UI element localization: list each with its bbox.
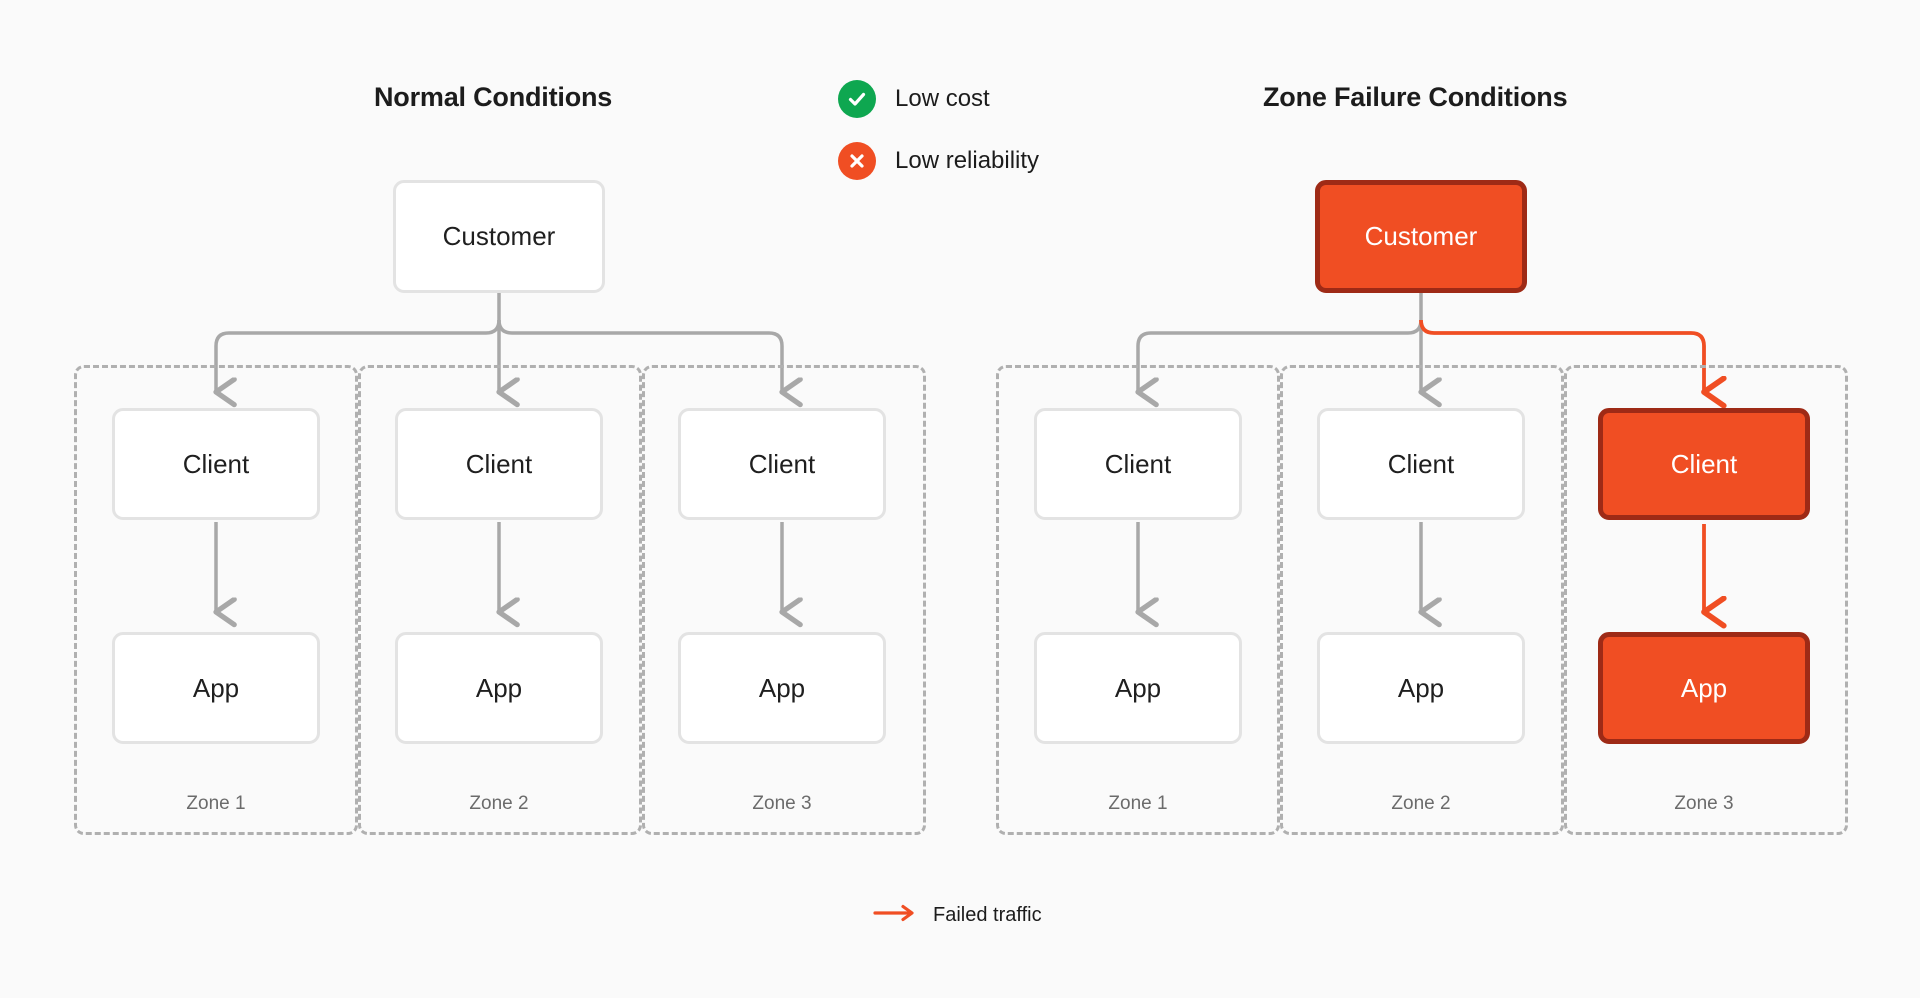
legend-item-low-cost: Low cost (838, 80, 1039, 118)
node-client-zone-3-label: Client (748, 448, 816, 479)
zone-container-1 (74, 365, 358, 835)
check-circle-icon (838, 80, 876, 118)
zone-label-1: Zone 1 (186, 793, 246, 814)
zone-container-2 (1280, 365, 1564, 835)
legend-item-low-reliability: Low reliability (838, 142, 1039, 180)
node-app-zone-2-label: App (1397, 672, 1445, 703)
node-customer-label: Customer (442, 221, 556, 251)
node-client-zone-1[interactable]: Client (112, 408, 320, 520)
zone-label-3: Zone 3 (752, 793, 812, 814)
node-app-zone-2[interactable]: App (1317, 632, 1525, 744)
legend-label-low-reliability: Low reliability (895, 147, 1040, 174)
node-client-zone-3[interactable]: Client (678, 408, 886, 520)
legend-bottom: Failed traffic (873, 903, 1042, 928)
node-customer-label: Customer (1364, 221, 1478, 251)
node-client-zone-1-label: Client (1104, 448, 1172, 479)
zone-label-3: Zone 3 (1674, 793, 1734, 814)
node-app-zone-1[interactable]: App (112, 632, 320, 744)
node-client-zone-2-label: Client (1387, 448, 1455, 479)
arrow-right-icon (873, 903, 917, 928)
panel-title-zone-failure-conditions: Zone Failure Conditions (1263, 82, 1568, 112)
legend-label-failed-traffic: Failed traffic (933, 904, 1042, 926)
zone-container-3 (1564, 365, 1848, 835)
node-app-zone-1-label: App (192, 672, 240, 703)
node-app-zone-1[interactable]: App (1034, 632, 1242, 744)
zone-container-3 (642, 365, 926, 835)
zone-label-2: Zone 2 (469, 793, 529, 814)
zone-label-2: Zone 2 (1391, 793, 1451, 814)
x-circle-icon (838, 142, 876, 180)
node-app-zone-3[interactable]: App (678, 632, 886, 744)
node-customer[interactable]: Customer (1315, 180, 1527, 293)
node-client-zone-3-label: Client (1670, 448, 1738, 479)
node-client-zone-3[interactable]: Client (1598, 408, 1810, 520)
node-app-zone-3-label: App (758, 672, 806, 703)
node-client-zone-1[interactable]: Client (1034, 408, 1242, 520)
node-app-zone-3-label: App (1680, 672, 1728, 703)
diagram-zone-failure-conditions: Customer Client App Zone 1 Client App Zo… (918, 0, 1878, 998)
legend-top: Low cost Low reliability (838, 80, 1039, 180)
node-app-zone-2-label: App (475, 672, 523, 703)
panel-title-normal-conditions: Normal Conditions (374, 82, 613, 112)
zone-container-1 (996, 365, 1280, 835)
zone-container-2 (358, 365, 642, 835)
node-client-zone-2[interactable]: Client (1317, 408, 1525, 520)
node-client-zone-2-label: Client (465, 448, 533, 479)
legend-label-low-cost: Low cost (895, 85, 990, 112)
diagram-normal-conditions: Customer Client App Zone 1 Client App Zo… (74, 180, 926, 835)
zone-label-1: Zone 1 (1108, 793, 1168, 814)
node-client-zone-2[interactable]: Client (395, 408, 603, 520)
node-app-zone-1-label: App (1114, 672, 1162, 703)
node-customer[interactable]: Customer (393, 180, 605, 293)
node-app-zone-3[interactable]: App (1598, 632, 1810, 744)
node-app-zone-2[interactable]: App (395, 632, 603, 744)
node-client-zone-1-label: Client (182, 448, 250, 479)
